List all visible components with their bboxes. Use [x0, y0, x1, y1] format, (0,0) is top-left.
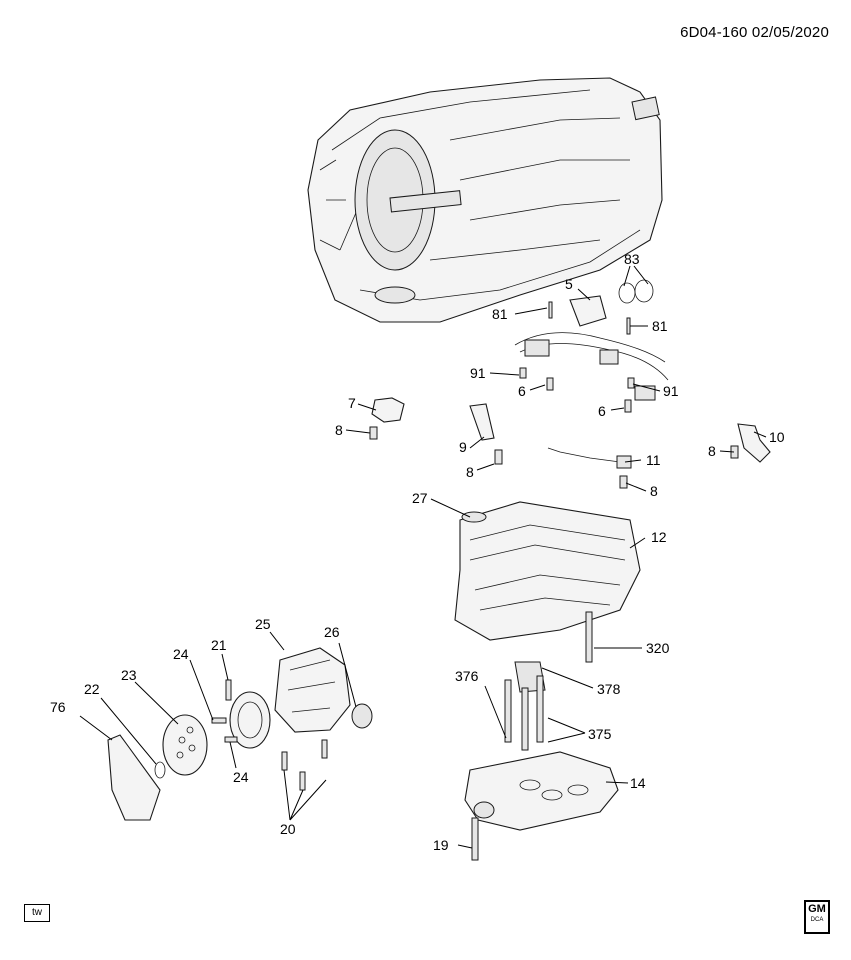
- callout-81-right: 81: [652, 318, 668, 334]
- gm-logo-text: GM: [808, 903, 826, 915]
- callout-5: 5: [565, 276, 573, 292]
- callout-26: 26: [324, 624, 340, 640]
- callout-81-left: 81: [492, 306, 508, 322]
- callout-labels: 5 83 81 81 91 91 6 6 7 8 9 8 11 8 8 10 2…: [50, 251, 785, 853]
- callout-24-bottom: 24: [233, 769, 249, 785]
- gm-logo-sub: DCA: [810, 917, 824, 923]
- callout-83: 83: [624, 251, 640, 267]
- callout-6-left: 6: [518, 383, 526, 399]
- callout-23: 23: [121, 667, 137, 683]
- callout-320: 320: [646, 640, 670, 656]
- callout-91-left: 91: [470, 365, 486, 381]
- callout-7: 7: [348, 395, 356, 411]
- callout-27: 27: [412, 490, 428, 506]
- callout-25: 25: [255, 616, 271, 632]
- callout-8-a: 8: [335, 422, 343, 438]
- callout-24-top: 24: [173, 646, 189, 662]
- callout-91-right: 91: [663, 383, 679, 399]
- callout-8-c: 8: [650, 483, 658, 499]
- callout-6-right: 6: [598, 403, 606, 419]
- callout-8-d: 8: [708, 443, 716, 459]
- callout-375: 375: [588, 726, 612, 742]
- gm-logo: GM DCA: [804, 900, 830, 934]
- callout-9: 9: [459, 439, 467, 455]
- wiring-harness: [514, 279, 669, 413]
- callout-22: 22: [84, 681, 100, 697]
- speed-sensors: [369, 397, 771, 489]
- callout-378: 378: [597, 681, 621, 697]
- callout-14: 14: [630, 775, 646, 791]
- callout-376: 376: [455, 668, 479, 684]
- oil-pump-assembly: [107, 647, 373, 821]
- diagram-reference-code: 6D04-160 02/05/2020: [680, 24, 829, 41]
- callout-76: 76: [50, 699, 66, 715]
- callout-19: 19: [433, 837, 449, 853]
- transmission-case: [307, 77, 663, 323]
- callout-12: 12: [651, 529, 667, 545]
- leader-lines: [79, 265, 767, 849]
- callout-11: 11: [646, 452, 661, 468]
- callout-10: 10: [769, 429, 785, 445]
- callout-20: 20: [280, 821, 296, 837]
- callout-21: 21: [211, 637, 227, 653]
- valve-body: [454, 501, 641, 751]
- callout-8-b: 8: [466, 464, 474, 480]
- transmission-filter: [464, 751, 619, 861]
- tw-badge: tw: [24, 904, 50, 922]
